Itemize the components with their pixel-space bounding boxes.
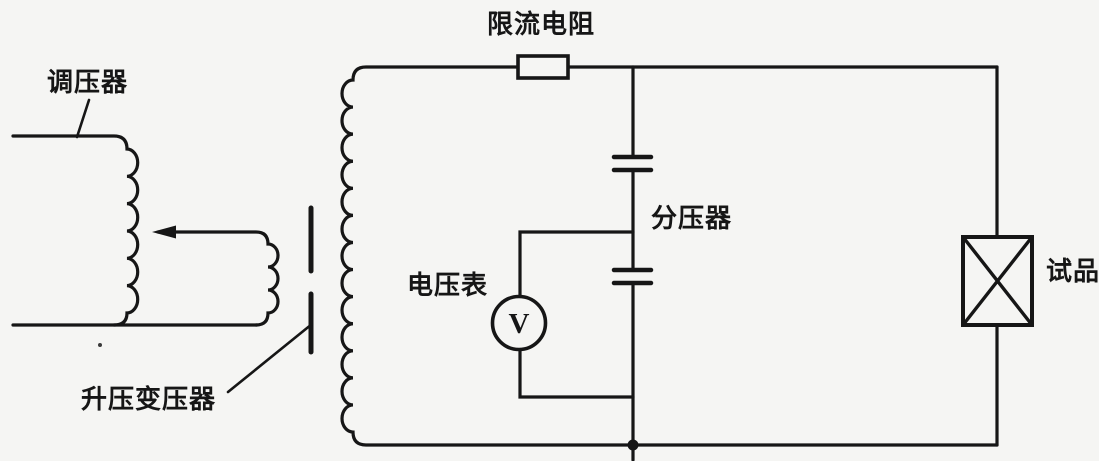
voltmeter-v-symbol: V bbox=[508, 308, 530, 340]
transformer-label-leader bbox=[226, 322, 314, 394]
step-up-secondary-coil-and-bus bbox=[340, 65, 999, 447]
capacitor-bottom-icon bbox=[611, 267, 654, 286]
capacitor-top-icon bbox=[611, 154, 654, 173]
voltmeter-label: 电压表 bbox=[407, 271, 489, 300]
regulator-coil bbox=[11, 134, 140, 327]
voltage-divider-label: 分压器 bbox=[651, 204, 733, 233]
test-specimen-symbol bbox=[961, 235, 1034, 327]
resistor-symbol bbox=[516, 54, 570, 80]
regulator-label-leader bbox=[75, 98, 91, 139]
wiper-arrowhead-icon bbox=[152, 225, 176, 239]
ink-speck bbox=[98, 343, 102, 347]
step-up-primary-coil bbox=[156, 230, 280, 327]
current-limiting-resistor-label: 限流电阻 bbox=[487, 10, 596, 39]
step-up-transformer-label: 升压变压器 bbox=[81, 385, 217, 414]
regulator-label: 调压器 bbox=[47, 68, 129, 97]
voltmeter-dial bbox=[490, 294, 548, 352]
ground-junction-dot bbox=[627, 439, 639, 451]
test-specimen-label: 试品 bbox=[1046, 257, 1099, 286]
